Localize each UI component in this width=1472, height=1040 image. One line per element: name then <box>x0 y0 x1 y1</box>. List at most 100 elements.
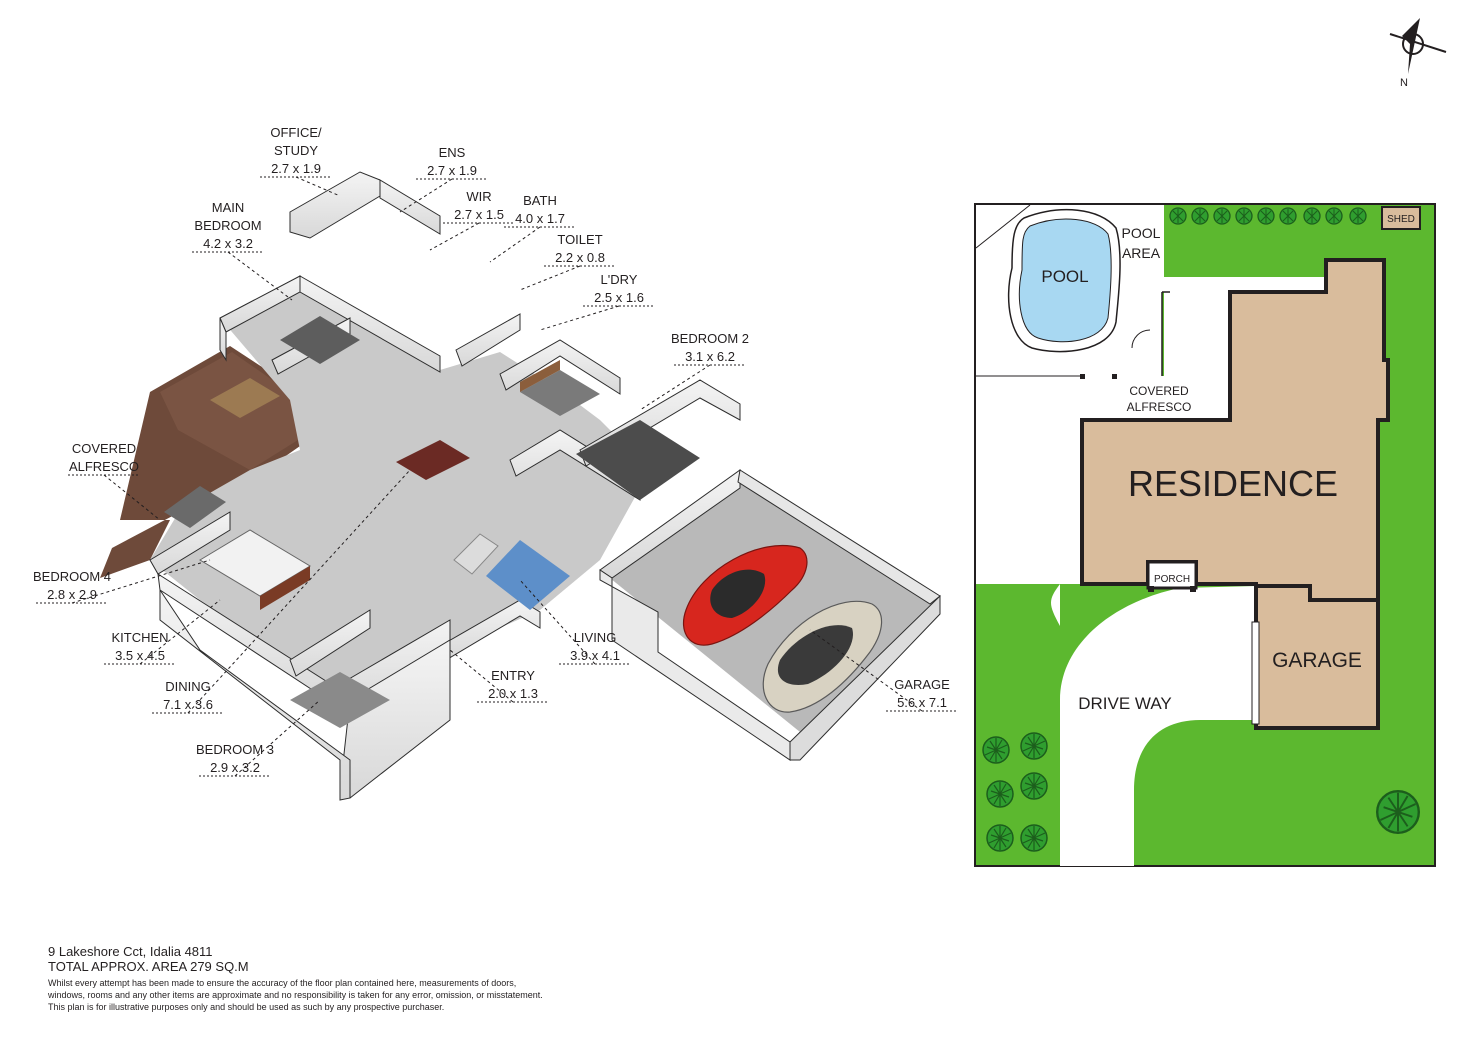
label-leader-line <box>809 629 923 712</box>
room-size: 2.7 x 1.9 <box>427 163 477 178</box>
porch-post-left <box>1148 586 1154 592</box>
property-address: 9 Lakeshore Cct, Idalia 4811 <box>48 944 213 959</box>
label-leader-line <box>234 699 321 777</box>
room-size: 3.1 x 6.2 <box>685 349 735 364</box>
silver-car <box>762 600 883 713</box>
bush-icon <box>1303 207 1321 225</box>
compass-cross-line <box>1389 33 1447 53</box>
disclaimer-line: This plan is for illustrative purposes o… <box>48 1002 445 1012</box>
room-size: 2.8 x 2.9 <box>47 587 97 602</box>
label-leader-line <box>489 226 541 263</box>
room-name: WIR <box>466 189 491 204</box>
large-tree <box>1375 790 1421 834</box>
red-car <box>682 544 808 646</box>
disclaimer-line: windows, rooms and any other items are a… <box>48 990 543 1000</box>
room-size: 2.2 x 0.8 <box>555 250 605 265</box>
bush-icon <box>1191 207 1209 225</box>
room-size: 2.9 x 3.2 <box>210 760 260 775</box>
room-name: ENS <box>439 145 466 160</box>
tree-icon <box>986 824 1014 852</box>
porch-label: PORCH <box>1154 574 1190 585</box>
floor-plan-3d <box>100 171 941 801</box>
driveway <box>1060 586 1256 866</box>
label-leader-line <box>227 251 293 301</box>
room-name: BEDROOM 2 <box>671 331 749 346</box>
label-leader-line <box>295 176 341 197</box>
room-name: BEDROOM <box>194 218 261 233</box>
room-size: 4.0 x 1.7 <box>515 211 565 226</box>
garage-footprint <box>1254 584 1380 730</box>
alfresco-table <box>210 378 280 418</box>
bush-icon <box>1349 207 1367 225</box>
room-name: ENTRY <box>491 668 535 683</box>
room-label-wir: WIR 2.7 x 1.5 <box>429 189 515 251</box>
label-leader-line <box>399 178 453 213</box>
pool-area-label: POOL AREA <box>1122 225 1161 261</box>
tree-icon <box>1375 790 1421 834</box>
bedroom-3-bed <box>290 672 390 728</box>
bush-icon <box>1235 207 1253 225</box>
alfresco-paving-2 <box>1164 292 1230 376</box>
room-name: STUDY <box>274 143 318 158</box>
living-sofa <box>453 533 499 575</box>
compass: N <box>1389 18 1447 89</box>
room-name: ALFRESCO <box>69 459 139 474</box>
alfresco-paving <box>1082 376 1230 420</box>
label-leader-line <box>449 649 514 703</box>
alfresco-post-2 <box>1112 374 1117 379</box>
bush-icon <box>1325 207 1343 225</box>
label-leader-line <box>519 579 596 665</box>
driveway-label: DRIVE WAY <box>1078 694 1172 713</box>
label-leader-line <box>539 305 620 331</box>
label-line: POOL <box>1122 225 1161 241</box>
pool-label: POOL <box>1041 267 1088 286</box>
pool-water <box>1018 218 1112 343</box>
room-name: BATH <box>523 193 557 208</box>
site-garage-label: GARAGE <box>1272 649 1362 672</box>
total-area: TOTAL APPROX. AREA 279 SQ.M <box>48 959 249 974</box>
bush-icon <box>1257 207 1275 225</box>
dining-table <box>396 440 470 480</box>
tree-icon <box>1020 732 1048 760</box>
alfresco-sofa <box>164 486 226 528</box>
compass-label: N <box>1400 77 1408 89</box>
porch-box <box>1146 560 1198 590</box>
label-leader-line <box>187 469 411 714</box>
room-name: DINING <box>165 679 211 694</box>
disclaimer-line: Whilst every attempt has been made to en… <box>48 978 517 988</box>
label-leader-line <box>639 364 711 411</box>
alfresco-post-1 <box>1080 374 1085 379</box>
bush-icon <box>1169 207 1187 225</box>
pool-gate-swing <box>1131 329 1151 349</box>
room-size: 3.5 x 4.5 <box>115 648 165 663</box>
room-label-bath: BATH 4.0 x 1.7 <box>489 193 576 263</box>
shed-box <box>1381 206 1421 230</box>
room-name: GARAGE <box>894 677 950 692</box>
garage-wall-right <box>737 469 941 605</box>
room-size: 2.7 x 1.5 <box>454 207 504 222</box>
porch-post-right <box>1190 586 1196 592</box>
kitchen-bench-front <box>260 566 310 610</box>
room-name: BEDROOM 4 <box>33 569 111 584</box>
label-line: AREA <box>1122 245 1161 261</box>
label-line: COVERED <box>1129 384 1189 398</box>
shed-label: SHED <box>1387 214 1415 225</box>
residence-label: RESIDENCE <box>1128 463 1338 504</box>
tree-icon <box>986 780 1014 808</box>
hedge-row <box>1169 207 1367 225</box>
room-name: BEDROOM 3 <box>196 742 274 757</box>
compass-needle-icon <box>1402 18 1420 74</box>
main-bed <box>280 316 360 364</box>
side-paving <box>976 376 1082 584</box>
bedroom-2-floor <box>576 420 700 500</box>
room-size: 3.9 x 4.1 <box>570 648 620 663</box>
garage-door <box>1251 621 1260 725</box>
bush-icon <box>1213 207 1231 225</box>
